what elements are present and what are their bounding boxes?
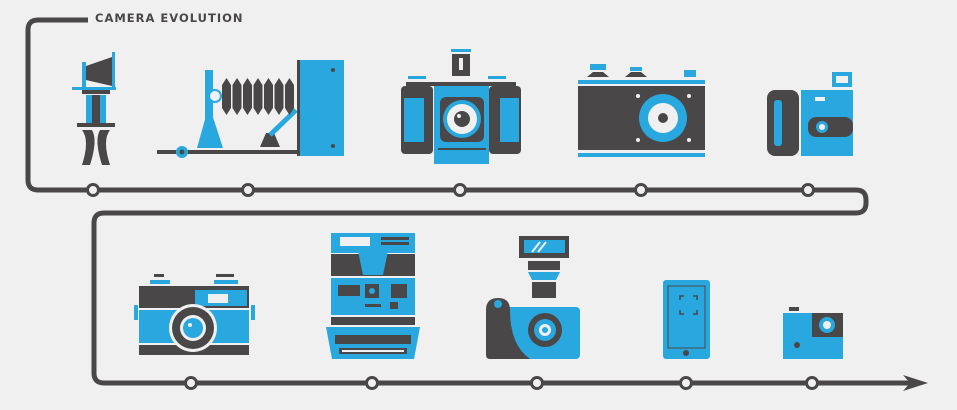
- bellows-fold: [253, 78, 263, 115]
- title: CAMERA EVOLUTION: [95, 11, 244, 25]
- bellows-fold: [222, 78, 231, 115]
- instant-camera-icon: [326, 233, 420, 359]
- bellows-fold: [274, 78, 284, 115]
- timeline-node: [86, 183, 100, 197]
- timeline-node: [634, 183, 648, 197]
- action-camera-icon: [783, 307, 843, 359]
- timeline-node: [184, 376, 198, 390]
- timeline-node: [805, 376, 819, 390]
- timeline-node: [241, 183, 255, 197]
- medium-format-camera-icon: [401, 49, 521, 164]
- bellows-folding-camera-icon: [157, 60, 344, 158]
- view-camera-on-tripod-icon: [72, 52, 116, 165]
- arrow-head-icon: [903, 375, 928, 391]
- timeline-node: [530, 376, 544, 390]
- rangefinder-camera-icon: [578, 64, 705, 157]
- bellows-fold: [232, 78, 242, 115]
- smartphone-icon: [663, 280, 710, 359]
- bellows-fold: [243, 78, 252, 115]
- timeline-path: [25, 17, 912, 386]
- timeline-node: [453, 183, 467, 197]
- disposable-camera-icon: [767, 72, 853, 156]
- bellows-fold: [285, 78, 294, 115]
- compact-film-camera-icon: [134, 274, 255, 355]
- camera-with-flash-icon: [486, 236, 580, 359]
- bellows-fold: [264, 78, 273, 115]
- timeline-node: [679, 376, 693, 390]
- timeline-node: [365, 376, 379, 390]
- timeline-node: [801, 183, 815, 197]
